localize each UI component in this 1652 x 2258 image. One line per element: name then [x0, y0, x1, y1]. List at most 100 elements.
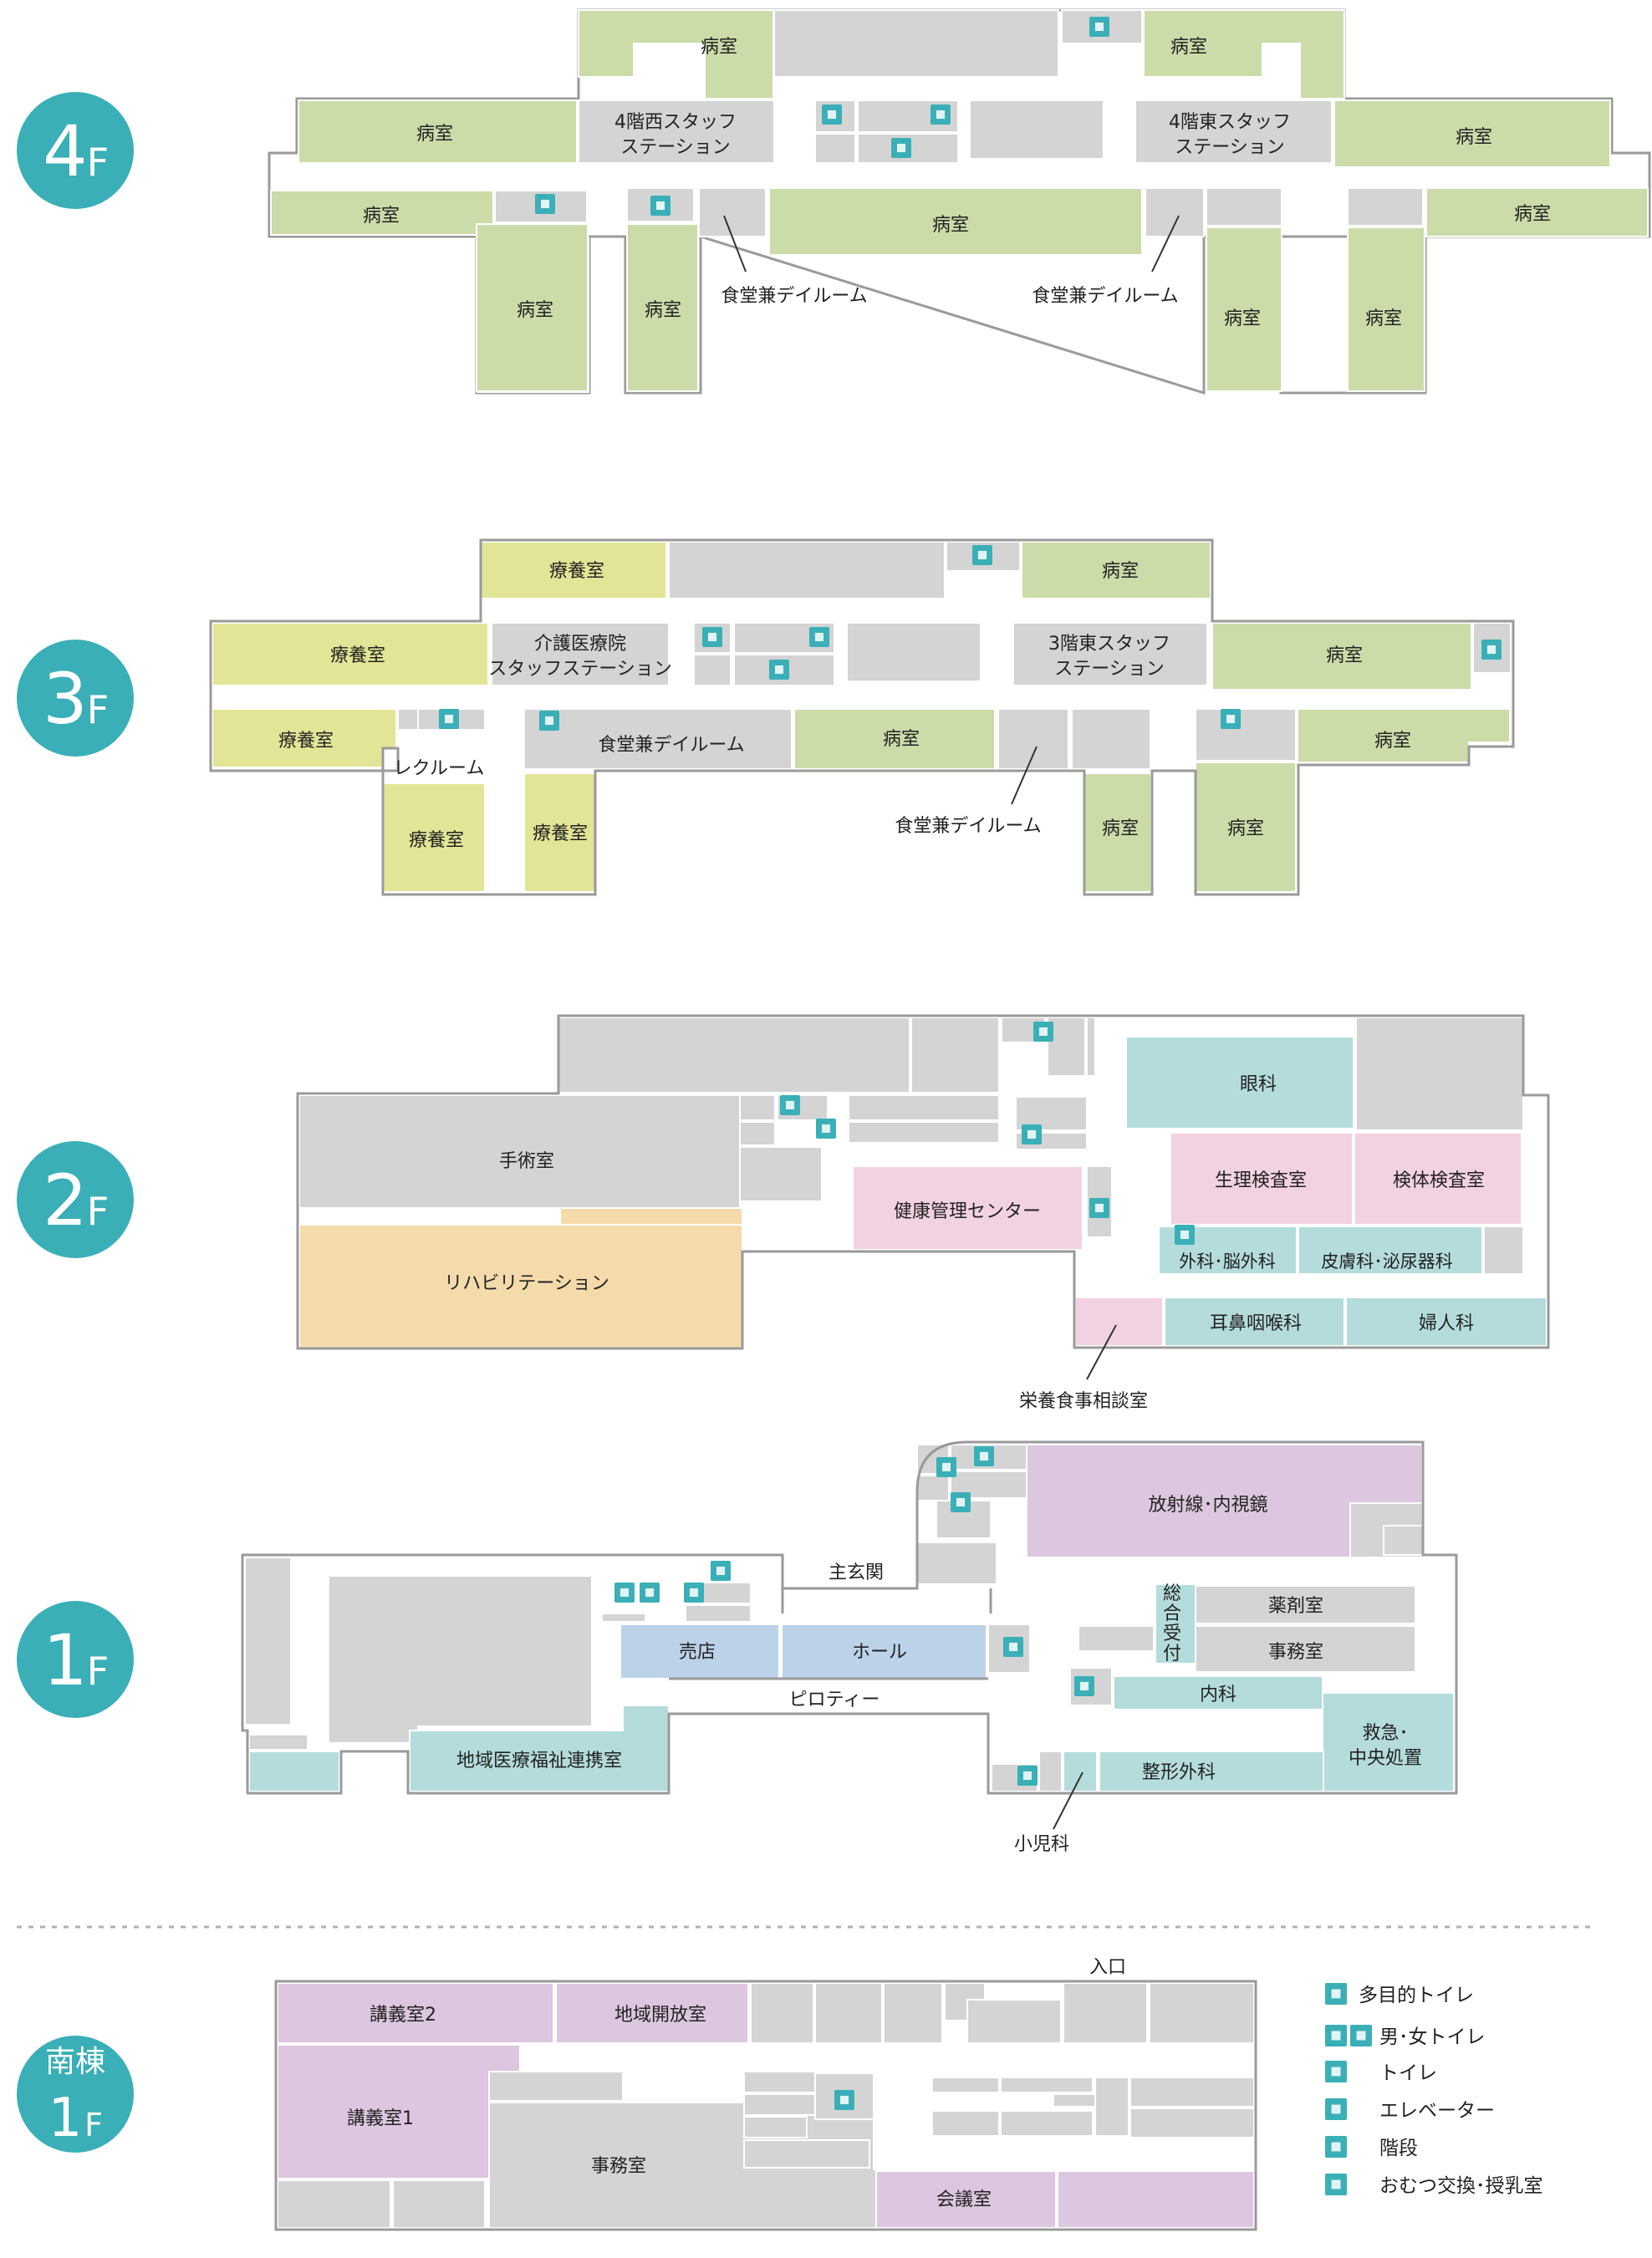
reception-char: 受 [1163, 1623, 1181, 1644]
room-label: 病室 [1227, 818, 1264, 839]
care-room [480, 541, 667, 599]
icon-glyph [814, 632, 824, 642]
icon-glyph [1094, 1203, 1104, 1213]
room-label: 病室 [1514, 204, 1551, 225]
floor-badge-south-1f[interactable]: 南棟 1 F [17, 2036, 134, 2153]
ward-room [1425, 187, 1649, 237]
icon-glyph [1331, 2179, 1341, 2189]
room-label: 病室 [363, 206, 400, 227]
room-label: 整形外科 [1142, 1762, 1216, 1783]
floor-badge-2f[interactable]: 2 F [17, 1141, 134, 1258]
nutrition-room [1074, 1297, 1164, 1347]
room-label: ピロティー [789, 1690, 880, 1710]
room-label: 事務室 [1268, 1642, 1323, 1663]
specimen-room [1354, 1132, 1522, 1226]
icon-glyph [444, 714, 454, 724]
ward-room [1297, 708, 1511, 763]
ward-room [270, 190, 494, 236]
legend-label: 多目的トイレ [1359, 1985, 1474, 2006]
hall [781, 1623, 987, 1679]
room-label: 病室 [1456, 127, 1492, 148]
emergency-dept [1322, 1692, 1455, 1792]
icon-glyphs [444, 22, 1496, 2189]
floor-2f-leaders [1086, 1324, 1117, 1380]
room-label: 病室 [1102, 818, 1139, 839]
room-label: 皮膚科･泌尿器科 [1321, 1251, 1453, 1272]
icon-glyph [979, 1451, 989, 1461]
floor-1f-rooms [242, 1442, 1456, 1793]
gyn-dept [1345, 1297, 1547, 1347]
staff-station-label: 4階東スタッフ [1169, 112, 1291, 133]
floor-2f-rooms [298, 1016, 1548, 1350]
reception-char: 合 [1163, 1603, 1181, 1624]
dining-label: 食堂兼デイルーム [721, 286, 867, 307]
floor-4f-leaders [723, 215, 1180, 273]
floor-south-labels: 入口 講義室2 地域開放室 講義室1 事務室 会議室 [347, 1957, 1126, 2210]
room-label: 事務室 [591, 2156, 646, 2177]
room-label: 会議室 [936, 2189, 992, 2210]
floor-4f-labels: 病室 病室 病室 4階西スタッフ ステーション 4階東スタッフ ステーション 病… [363, 37, 1551, 329]
icon-glyph [936, 110, 946, 120]
room-label: 病室 [416, 124, 453, 145]
icon-glyph [827, 110, 837, 120]
room-label: 生理検査室 [1215, 1170, 1307, 1191]
legend-label: トイレ [1379, 2062, 1437, 2084]
icon-glyph [716, 1566, 726, 1576]
badge-2f-number: 2 [43, 1160, 87, 1241]
badge-3f-number: 3 [43, 658, 87, 740]
room-label: 救急･ [1362, 1723, 1408, 1744]
room-label: 売店 [679, 1642, 716, 1663]
dining-label: 食堂兼デイルーム [895, 816, 1041, 837]
health-center [852, 1165, 1083, 1251]
room-label: 療養室 [549, 561, 604, 582]
room-label: 病室 [932, 215, 969, 236]
legend-label: おむつ交換･授乳室 [1379, 2175, 1543, 2197]
floor-south-outline [274, 1980, 1257, 2231]
room-label: 小児科 [1014, 1834, 1069, 1855]
room-label: 療養室 [278, 731, 334, 752]
room-label: 耳鼻咽喉科 [1210, 1313, 1302, 1334]
room-label: 療養室 [409, 830, 464, 851]
badge-south-label: 南棟 [45, 2045, 105, 2079]
badge-4f-suffix: F [87, 140, 109, 185]
icon-glyph [1022, 1771, 1032, 1781]
meeting-room [875, 2170, 1057, 2229]
shop [620, 1623, 780, 1679]
ward-room [298, 99, 578, 164]
ward-room [1021, 541, 1211, 599]
care-room [382, 782, 486, 893]
icon-glyph [896, 143, 906, 153]
ward-room [1211, 622, 1472, 691]
floor-badge-1f[interactable]: 1 F [17, 1601, 134, 1718]
icon-glyph [1356, 2031, 1366, 2041]
room-label: ホール [852, 1642, 907, 1663]
ward-room [1206, 227, 1282, 392]
ward-room [476, 223, 589, 392]
ward-room [1143, 9, 1345, 99]
ward-room [1347, 227, 1425, 392]
ward-room [1083, 772, 1152, 893]
floor-1f-outline [241, 1440, 1458, 1795]
staff-station-label: ステーション [620, 137, 731, 158]
floor-badge-3f[interactable]: 3 F [17, 640, 134, 757]
icon-glyph [1008, 1642, 1018, 1652]
legend: 多目的トイレ 男･女トイレ トイレ エレベーター 階段 おむつ交換･授乳室 [1325, 1983, 1543, 2197]
floor-2f-outline [296, 1014, 1550, 1350]
room-label: 眼科 [1240, 1074, 1277, 1095]
floor-3f-icons [439, 545, 1502, 731]
icon-glyph [941, 1462, 951, 1472]
community-room [409, 1705, 670, 1792]
room-label: 薬剤室 [1268, 1596, 1323, 1617]
icon-glyph [1331, 2104, 1341, 2114]
eye-dept [1125, 1036, 1354, 1129]
staff-station-label: 4階西スタッフ [614, 112, 737, 133]
room-label: 講義室1 [347, 2108, 414, 2129]
ward-room [793, 708, 996, 770]
gray-block [773, 9, 1059, 78]
badge-south-number: 1 [48, 2087, 83, 2149]
icon-glyph [689, 1588, 699, 1598]
room-label: 外科･脳外科 [1179, 1251, 1276, 1272]
room-label: リハビリテーション [444, 1273, 609, 1294]
room-label: 病室 [1365, 308, 1402, 329]
floor-badge-4f[interactable]: 4 F [17, 92, 134, 209]
